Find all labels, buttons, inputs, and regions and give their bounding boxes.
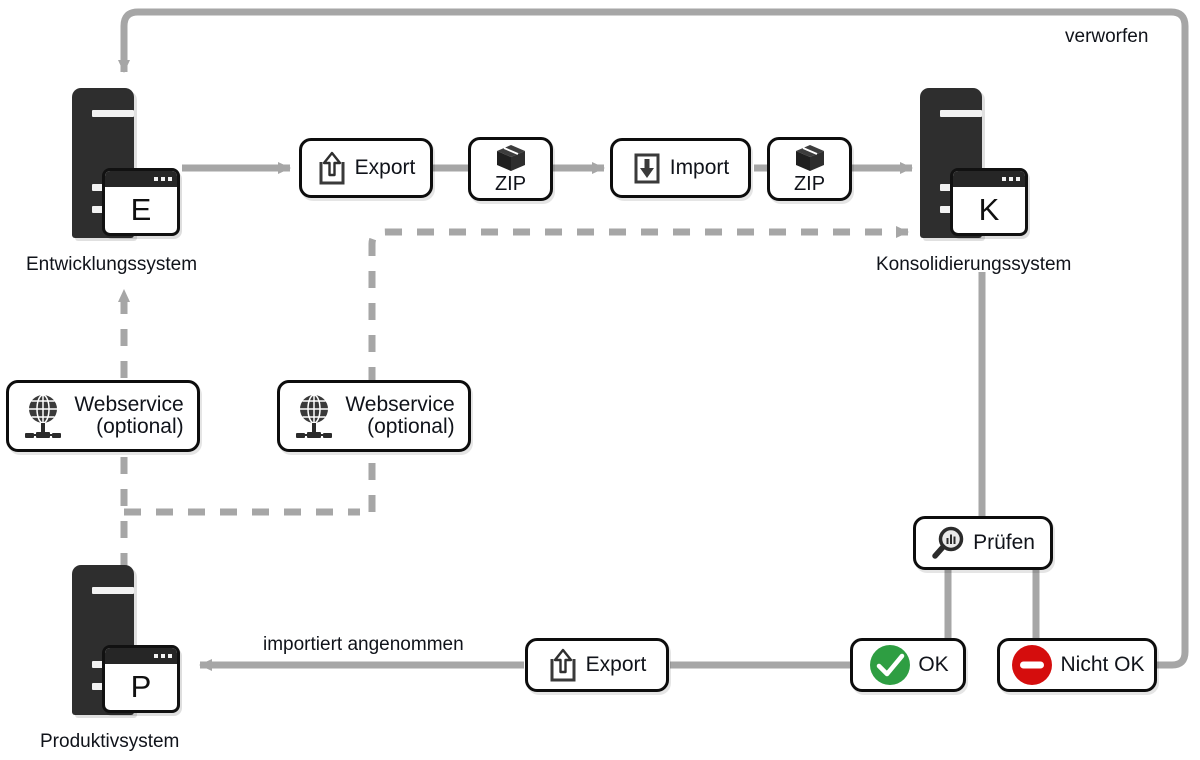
export-box-up-arrow-icon [319,151,345,185]
webservice-mid[interactable]: Webservice(optional) [277,380,471,452]
step-label: Nicht OK [1060,652,1145,676]
step-export-bottom[interactable]: Export [525,638,669,692]
caption-konsolidierungssystem: Konsolidierungssystem [876,254,1072,275]
step-zip-2[interactable]: ZIP [767,137,852,201]
step-nicht-ok[interactable]: Nicht OK [997,638,1157,692]
wire-verworfen [118,8,1189,669]
export-box-up-arrow-icon [550,648,576,682]
step-label: Export [354,155,416,179]
webservice-label-line1: Webservice [345,392,455,416]
magnifier-chart-icon [932,526,964,559]
webservice-label-line1: Webservice [74,392,184,416]
server-produktivsystem[interactable]: P [62,565,180,715]
step-zip-1[interactable]: ZIP [468,137,553,201]
import-box-down-arrow-icon [634,153,660,184]
window-badge-entwicklung: E [102,168,180,236]
red-minus-circle-icon [1012,645,1053,685]
webservice-left[interactable]: Webservice(optional) [6,380,200,452]
server-slot [92,110,134,117]
zip-package-icon [496,145,525,171]
webservice-label-line2: (optional) [367,415,455,438]
server-entwicklungssystem[interactable]: E [62,88,180,238]
globe-network-icon [296,394,333,438]
step-pruefen[interactable]: Prüfen [913,516,1053,570]
green-check-circle-icon [870,645,911,685]
step-import[interactable]: Import [610,138,751,198]
webservice-label-line2: (optional) [96,415,184,438]
caption-produktivsystem: Produktivsystem [40,731,180,752]
system-letter: E [130,192,152,227]
edge-label-importiert-angenommen: importiert angenommen [258,634,469,656]
edge-label-verworfen: verworfen [1060,26,1154,48]
window-titlebar [953,171,1025,187]
system-letter: P [130,669,152,704]
step-label: ZIP [494,173,527,195]
globe-network-icon [25,394,62,438]
server-konsolidierungssystem[interactable]: K [910,88,1028,238]
step-label: Import [669,155,730,179]
step-export-top[interactable]: Export [299,138,433,198]
server-slot [92,587,134,594]
window-badge-konsolidierung: K [950,168,1028,236]
zip-package-icon [795,145,824,171]
step-ok[interactable]: OK [850,638,966,692]
step-label: Prüfen [973,530,1035,554]
system-letter: K [978,192,1000,227]
caption-entwicklungssystem: Entwicklungssystem [26,254,198,275]
step-label: OK [918,652,949,676]
wire-dashed-webservice-mid [368,226,909,512]
step-label: Export [585,652,647,676]
window-titlebar [105,648,177,664]
window-badge-produktiv: P [102,645,180,713]
window-titlebar [105,171,177,187]
server-slot [940,110,982,117]
step-label: ZIP [793,173,826,195]
